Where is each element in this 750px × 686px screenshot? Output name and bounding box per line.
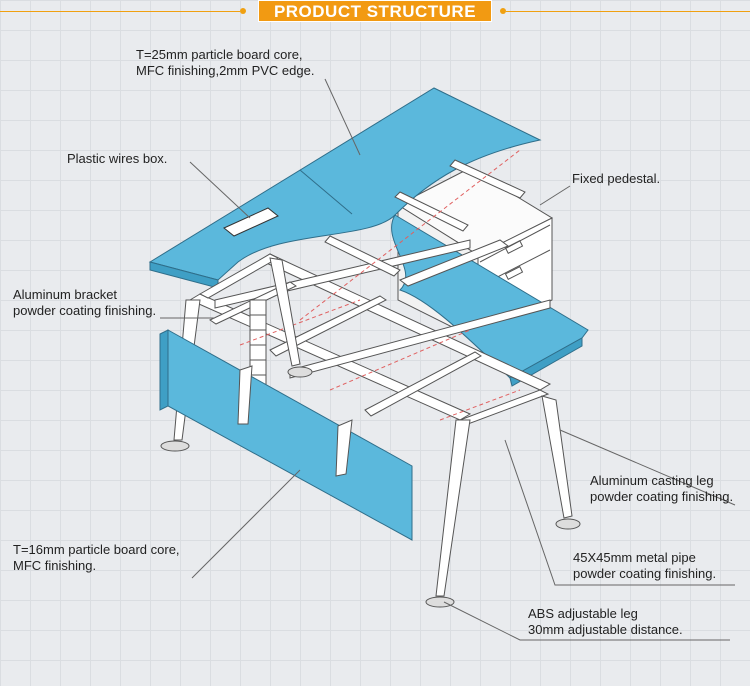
pedestal-callout-line1: Fixed pedestal. [572,171,661,186]
header-rule-left [0,11,240,12]
screen-callout: T=16mm particle board core, MFC finishin… [13,542,180,574]
alignment-guides [239,149,521,421]
bracket-callout-line2: powder coating finishing. [13,303,157,318]
wires-box-callout-line1: Plastic wires box. [67,151,168,166]
pedestal-callout: Fixed pedestal. [572,171,660,187]
header-dot-left [240,8,246,14]
aluminum-brackets [208,159,526,417]
metal-pipe-callout-line1: 45X45mm metal pipe [573,550,696,565]
wires-box-callout: Plastic wires box. [67,151,167,167]
metal-pipe-callout: 45X45mm metal pipe powder coating finish… [573,550,716,582]
header-dot-right [500,8,506,14]
casting-leg-callout-line2: powder coating finishing. [590,489,734,504]
abs-leg-callout-line2: 30mm adjustable distance. [528,622,683,637]
desktop-callout: T=25mm particle board core, MFC finishin… [136,47,314,79]
callout-leaders [160,78,736,641]
section-header: PRODUCT STRUCTURE [0,0,750,24]
bracket-callout: Aluminum bracket powder coating finishin… [13,287,156,319]
bracket-callout-line1: Aluminum bracket [13,287,118,302]
section-title: PRODUCT STRUCTURE [258,0,492,22]
desktop-callout-line2: MFC finishing,2mm PVC edge. [136,63,315,78]
casting-leg-callout-line1: Aluminum casting leg [590,473,714,488]
desktop-callout-line1: T=25mm particle board core, [136,47,303,62]
metal-pipe-callout-line2: powder coating finishing. [573,566,717,581]
screen-callout-line1: T=16mm particle board core, [13,542,180,557]
abs-leg-callout: ABS adjustable leg 30mm adjustable dista… [528,606,683,638]
casting-leg-callout: Aluminum casting leg powder coating fini… [590,473,733,505]
privacy-screen-panel [159,329,413,541]
screen-callout-line2: MFC finishing. [13,558,97,573]
abs-leg-callout-line1: ABS adjustable leg [528,606,638,621]
header-rule-right [506,11,750,12]
